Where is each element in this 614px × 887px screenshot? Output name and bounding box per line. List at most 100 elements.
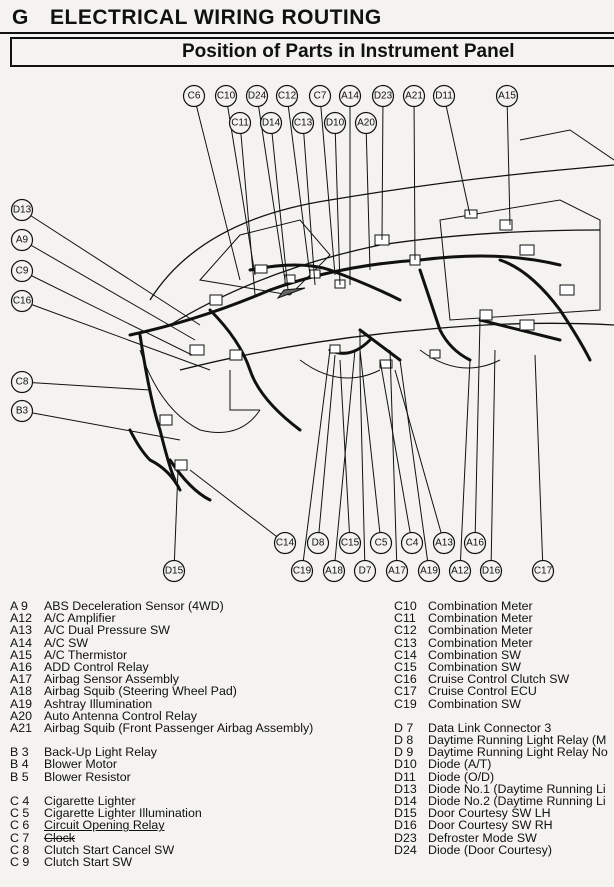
section-title: ELECTRICAL WIRING ROUTING	[50, 6, 382, 29]
legend-item-d24: D24 Diode (Door Courtesy)	[394, 842, 614, 857]
legend-code: C17	[394, 684, 417, 699]
legend-code: A12	[10, 611, 33, 626]
page-header: G ELECTRICAL WIRING ROUTING	[0, 2, 614, 32]
callout-a17: A17	[385, 559, 409, 583]
svg-text:A12: A12	[451, 566, 469, 577]
svg-text:D7: D7	[359, 566, 372, 577]
svg-text:C19: C19	[293, 566, 312, 577]
legend-name: Combination SW	[428, 696, 521, 711]
legend-name: Auto Antenna Control Relay	[44, 708, 197, 723]
svg-text:C8: C8	[16, 377, 29, 388]
legend-code: A21	[10, 720, 33, 735]
leader-d11	[443, 95, 471, 216]
legend-name: Door Courtesy SW LH	[428, 806, 551, 821]
callout-d16: D16	[479, 559, 503, 583]
svg-text:C16: C16	[13, 296, 32, 307]
legend-name: A/C Amplifier	[44, 611, 116, 626]
callout-c14: C14	[273, 531, 297, 555]
callout-c15: C15	[338, 531, 362, 555]
legend-name: Back-Up Light Relay	[44, 745, 157, 760]
svg-text:A19: A19	[420, 566, 438, 577]
leader-b3	[21, 410, 181, 441]
legend-name: Door Courtesy SW RH	[428, 818, 553, 833]
legend-code: A16	[10, 659, 33, 674]
legend-code: C 4	[10, 794, 30, 808]
svg-text:C11: C11	[231, 118, 249, 129]
callout-c16: C16	[10, 289, 34, 313]
leader-c4	[379, 359, 413, 544]
leader-a12	[459, 359, 471, 572]
callout-a18: A18	[322, 559, 346, 583]
svg-text:D24: D24	[248, 91, 267, 102]
legend-name: A/C SW	[44, 635, 89, 650]
svg-text:D8: D8	[312, 538, 325, 549]
legend-name: Cigarette Lighter	[44, 794, 136, 808]
callout-c17: C17	[531, 559, 555, 583]
leader-c9	[21, 270, 193, 356]
legend-name: Cigarette Lighter Illumination	[44, 806, 202, 821]
legend-code: D23	[394, 830, 417, 845]
legend-item-a20: A20 Auto Antenna Control Relay	[10, 708, 390, 723]
callout-d14: D14	[259, 111, 283, 135]
legend-name: Diode No.1 (Daytime Running Li	[428, 781, 606, 796]
legend-name: Airbag Squib (Steering Wheel Pad)	[44, 684, 237, 699]
legend-code: D 9	[394, 745, 414, 760]
legend-name: Daytime Running Light Relay (M	[428, 733, 607, 748]
callout-c7: C7	[308, 84, 332, 108]
legend-code: C 6	[10, 818, 30, 833]
svg-text:D14: D14	[262, 118, 281, 129]
legend-item-d9: D 9 Daytime Running Light Relay No	[394, 745, 614, 760]
callout-c8: C8	[10, 370, 34, 394]
legend-name: Blower Motor	[44, 757, 117, 772]
svg-text:C4: C4	[406, 538, 419, 549]
legend-name: Blower Resistor	[44, 769, 131, 784]
callout-c12: C12	[275, 84, 299, 108]
legend-code: A15	[10, 647, 33, 662]
legend-name: Diode (Door Courtesy)	[428, 842, 552, 857]
svg-text:A13: A13	[435, 538, 453, 549]
leader-d8	[317, 354, 336, 544]
legend-code: D 7	[394, 720, 414, 735]
callout-c13: C13	[291, 111, 315, 135]
legend-name: Combination SW	[428, 647, 521, 662]
svg-text:D10: D10	[326, 118, 345, 129]
legend-code: B 4	[10, 757, 29, 772]
callout-d24: D24	[245, 84, 269, 108]
connectors	[159, 209, 575, 471]
leader-d15	[173, 469, 179, 572]
legend-item-b4: B 4 Blower Motor	[10, 757, 390, 772]
legend-name: Daytime Running Light Relay No	[428, 745, 608, 760]
callout-d8: D8	[306, 531, 330, 555]
svg-text:A9: A9	[16, 235, 29, 246]
svg-text:C13: C13	[294, 118, 313, 129]
legend-code: D24	[394, 842, 417, 857]
leader-c5	[359, 349, 382, 544]
callout-c19: C19	[290, 559, 314, 583]
leader-d23	[381, 95, 384, 241]
legend-code: A20	[10, 708, 33, 723]
callout-c11: C11	[228, 111, 252, 135]
svg-text:A21: A21	[405, 91, 423, 102]
svg-text:B3: B3	[16, 406, 29, 417]
legend-code: A17	[10, 672, 33, 687]
legend-name: ABS Deceleration Sensor (4WD)	[44, 599, 224, 613]
legend-name: Cruise Control ECU	[428, 684, 537, 699]
leader-a16	[474, 319, 481, 544]
legend-name: Combination Meter	[428, 599, 533, 613]
callout-d15: D15	[162, 559, 186, 583]
callout-d13: D13	[10, 198, 34, 222]
